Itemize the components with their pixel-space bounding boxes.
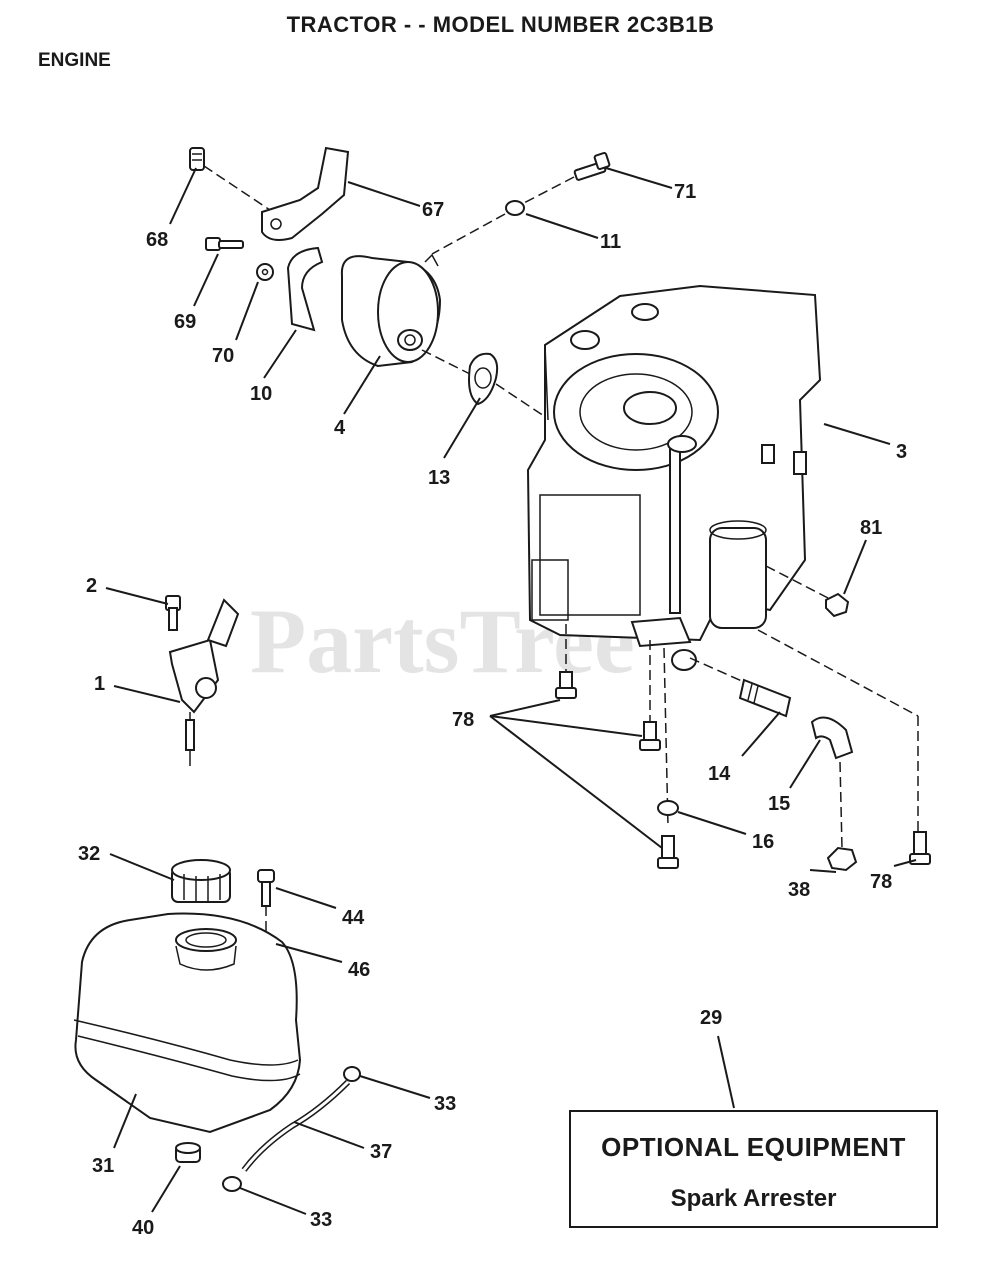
leader-lines [105,167,917,1215]
bolt-68 [189,147,205,171]
callout-labels: 68 67 71 11 69 70 10 4 13 3 81 2 1 78 14… [78,181,907,1239]
heat-shield-67 [261,146,350,241]
callout-78-right: 78 [870,871,892,893]
callout-13: 13 [428,467,450,489]
callout-67: 67 [422,199,444,221]
callout-11: 11 [600,231,621,253]
drain-pipe-14 [738,678,792,718]
screw-44 [257,869,275,907]
gasket-13 [468,352,499,406]
elbow-15 [810,716,854,760]
callout-69: 69 [174,311,196,333]
callout-37: 37 [370,1141,392,1163]
callout-29: 29 [700,1007,722,1029]
optional-equipment-item: Spark Arrester [670,1185,837,1212]
callout-2: 2 [86,575,97,597]
callout-4: 4 [334,417,346,439]
callout-10: 10 [250,383,272,405]
fuel-tank-31 [73,912,302,1134]
callout-33-upper: 33 [434,1093,456,1115]
callout-1: 1 [94,673,105,695]
callout-33-lower: 33 [310,1209,332,1231]
washer-16 [657,800,679,816]
throttle-control-1 [165,595,240,766]
callout-44: 44 [342,907,365,929]
callout-40: 40 [132,1217,154,1239]
callout-78-left: 78 [452,709,474,731]
optional-equipment-title: OPTIONAL EQUIPMENT [601,1132,906,1162]
optional-equipment-box: OPTIONAL EQUIPMENT Spark Arrester [569,1110,938,1228]
bolt-78-c [657,835,679,869]
callout-14: 14 [708,763,731,785]
muffler-group [189,146,611,421]
muffler-4 [340,253,442,368]
grommet-40 [175,1142,201,1163]
bolt-69 [205,237,244,251]
callout-71: 71 [674,181,696,203]
engine-3 [526,284,822,671]
callout-15: 15 [768,793,790,815]
nut-81 [825,592,850,618]
muffler-guard-10 [286,246,324,332]
diagram-title: TRACTOR - - MODEL NUMBER 2C3B1B [286,12,715,37]
callout-32: 32 [78,843,100,865]
section-label: ENGINE [38,50,111,71]
bolt-78-a [555,671,577,699]
bolt-78-b [639,721,661,751]
bolt-78-right [909,831,931,865]
clamp-33-upper [343,1066,361,1082]
bolt-71 [573,152,611,181]
callout-81: 81 [860,517,882,539]
gas-cap-32 [171,859,231,903]
clamp-33-lower [222,1176,242,1192]
cap-38 [826,846,858,872]
callout-38: 38 [788,879,810,901]
callout-3: 3 [896,441,907,463]
callout-16: 16 [752,831,774,853]
callout-46: 46 [348,959,370,981]
callout-70: 70 [212,345,234,367]
callout-31: 31 [92,1155,114,1177]
callout-68: 68 [146,229,168,251]
washer-70 [256,263,274,281]
washer-11 [505,200,525,216]
